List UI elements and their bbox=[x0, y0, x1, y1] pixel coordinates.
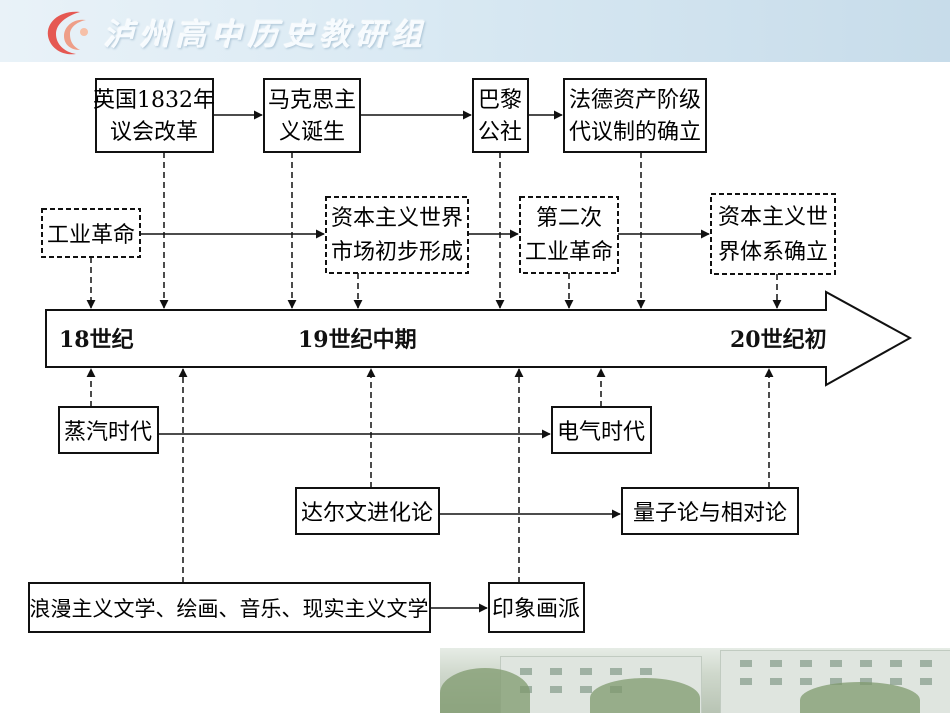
banner-title: 泸州高中历史教研组 bbox=[104, 18, 428, 53]
box-darwin: 达尔文进化论 bbox=[295, 487, 440, 535]
svg-text:义诞生: 义诞生 bbox=[279, 120, 345, 145]
box-world-market: 资本主义世界 市场初步形成 bbox=[325, 196, 469, 274]
svg-text:英国1832年: 英国1832年 bbox=[93, 88, 215, 113]
svg-text:资本主义世界: 资本主义世界 bbox=[331, 206, 463, 231]
svg-text:量子论与相对论: 量子论与相对论 bbox=[633, 501, 787, 526]
tree-shape bbox=[800, 682, 920, 713]
svg-text:工业革命: 工业革命 bbox=[47, 223, 135, 248]
svg-text:市场初步形成: 市场初步形成 bbox=[331, 240, 463, 265]
box-second-industrial: 第二次 工业革命 bbox=[519, 196, 619, 274]
school-building-photo bbox=[440, 648, 950, 713]
dashed-connectors-bottom bbox=[86, 368, 774, 583]
diagram-canvas: 18世纪 19世纪中期 20世纪初 英国1832年 议会改革 马克思主 义诞生 … bbox=[28, 78, 913, 633]
box-industrial-revolution: 工业革命 bbox=[41, 208, 141, 258]
svg-text:达尔文进化论: 达尔文进化论 bbox=[301, 501, 433, 526]
timeline-label-19th-mid: 19世纪中期 bbox=[298, 327, 417, 353]
svg-text:浪漫主义文学、绘画、音乐、现实主义文学: 浪漫主义文学、绘画、音乐、现实主义文学 bbox=[30, 597, 429, 621]
svg-text:印象画派: 印象画派 bbox=[492, 597, 580, 622]
box-impressionism: 印象画派 bbox=[488, 582, 585, 633]
svg-text:第二次: 第二次 bbox=[536, 206, 602, 231]
header-banner: 泸州高中历史教研组 bbox=[0, 0, 950, 62]
svg-text:议会改革: 议会改革 bbox=[110, 120, 198, 145]
box-steam-age: 蒸汽时代 bbox=[58, 406, 159, 454]
timeline-label-18th: 18世纪 bbox=[59, 327, 134, 353]
school-logo-icon bbox=[47, 11, 88, 55]
dashed-connectors-top bbox=[86, 152, 782, 309]
svg-text:公社: 公社 bbox=[478, 120, 522, 145]
svg-text:代议制的确立: 代议制的确立 bbox=[569, 120, 701, 145]
svg-text:巴黎: 巴黎 bbox=[478, 88, 522, 113]
box-france-germany: 法德资产阶级 代议制的确立 bbox=[563, 78, 707, 153]
timeline-diagram: 18世纪 19世纪中期 20世纪初 英国1832年 议会改革 马克思主 义诞生 … bbox=[0, 62, 950, 648]
box-romanticism: 浪漫主义文学、绘画、音乐、现实主义文学 bbox=[28, 582, 431, 633]
box-world-system: 资本主义世 界体系确立 bbox=[710, 193, 836, 275]
svg-text:界体系确立: 界体系确立 bbox=[718, 240, 828, 265]
box-paris-commune: 巴黎 公社 bbox=[472, 78, 529, 153]
tree-shape bbox=[440, 668, 530, 713]
timeline-label-20th-early: 20世纪初 bbox=[730, 327, 827, 353]
box-uk-reform: 英国1832年 议会改革 bbox=[93, 78, 215, 153]
svg-text:蒸汽时代: 蒸汽时代 bbox=[64, 420, 152, 445]
box-quantum: 量子论与相对论 bbox=[621, 487, 799, 535]
svg-text:马克思主: 马克思主 bbox=[268, 88, 356, 113]
timeline-arrow bbox=[45, 290, 913, 387]
svg-text:工业革命: 工业革命 bbox=[525, 240, 613, 265]
svg-text:电气时代: 电气时代 bbox=[557, 420, 645, 445]
box-marxism: 马克思主 义诞生 bbox=[263, 78, 361, 153]
box-electric-age: 电气时代 bbox=[551, 406, 652, 454]
svg-text:资本主义世: 资本主义世 bbox=[718, 205, 828, 230]
tree-shape bbox=[590, 678, 700, 713]
svg-text:法德资产阶级: 法德资产阶级 bbox=[569, 88, 701, 113]
